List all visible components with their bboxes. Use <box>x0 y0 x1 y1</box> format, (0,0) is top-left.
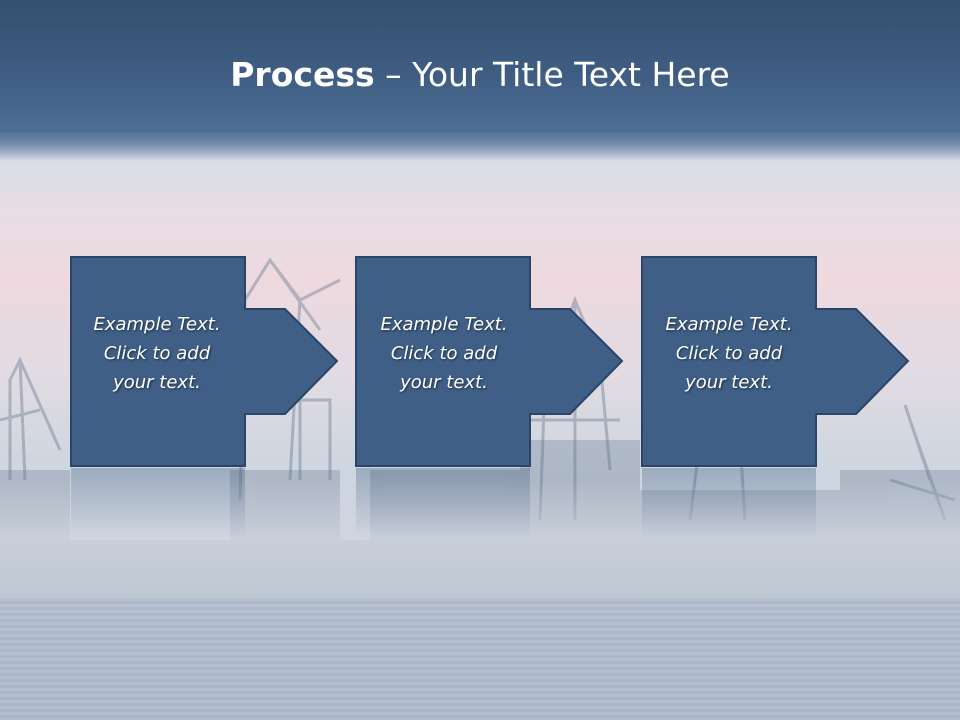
step-3-text[interactable]: Example Text. Click to add your text. <box>643 310 815 397</box>
right-arrow-icon <box>70 256 339 467</box>
right-arrow-icon <box>641 256 910 467</box>
title-band-fade <box>0 122 960 162</box>
fog-overlay <box>0 480 960 610</box>
step-1-line-2: Click to add <box>103 343 211 364</box>
step-2-line-3: your text. <box>400 372 488 393</box>
slide-title[interactable]: Process – Your Title Text Here <box>0 52 960 98</box>
step-1-reflection <box>71 468 245 538</box>
slide-title-bold: Process <box>230 55 375 94</box>
right-arrow-icon <box>355 256 624 467</box>
step-2-text[interactable]: Example Text. Click to add your text. <box>358 310 530 397</box>
step-2-reflection <box>356 468 530 538</box>
step-3-line-3: your text. <box>685 372 773 393</box>
slide-title-rest: – Your Title Text Here <box>374 55 730 94</box>
step-2-arrow-box[interactable] <box>355 256 627 470</box>
step-2-line-2: Click to add <box>390 343 498 364</box>
water-surface <box>0 598 960 720</box>
title-band <box>0 0 960 132</box>
step-2-line-1: Example Text. <box>380 314 508 335</box>
step-3-reflection <box>642 468 816 538</box>
step-1-text[interactable]: Example Text. Click to add your text. <box>71 310 243 397</box>
step-1-arrow-box[interactable] <box>70 256 342 470</box>
step-3-arrow-box[interactable] <box>641 256 913 470</box>
step-1-line-1: Example Text. <box>93 314 221 335</box>
step-1-line-3: your text. <box>113 372 201 393</box>
step-3-line-2: Click to add <box>675 343 783 364</box>
step-3-line-1: Example Text. <box>665 314 793 335</box>
